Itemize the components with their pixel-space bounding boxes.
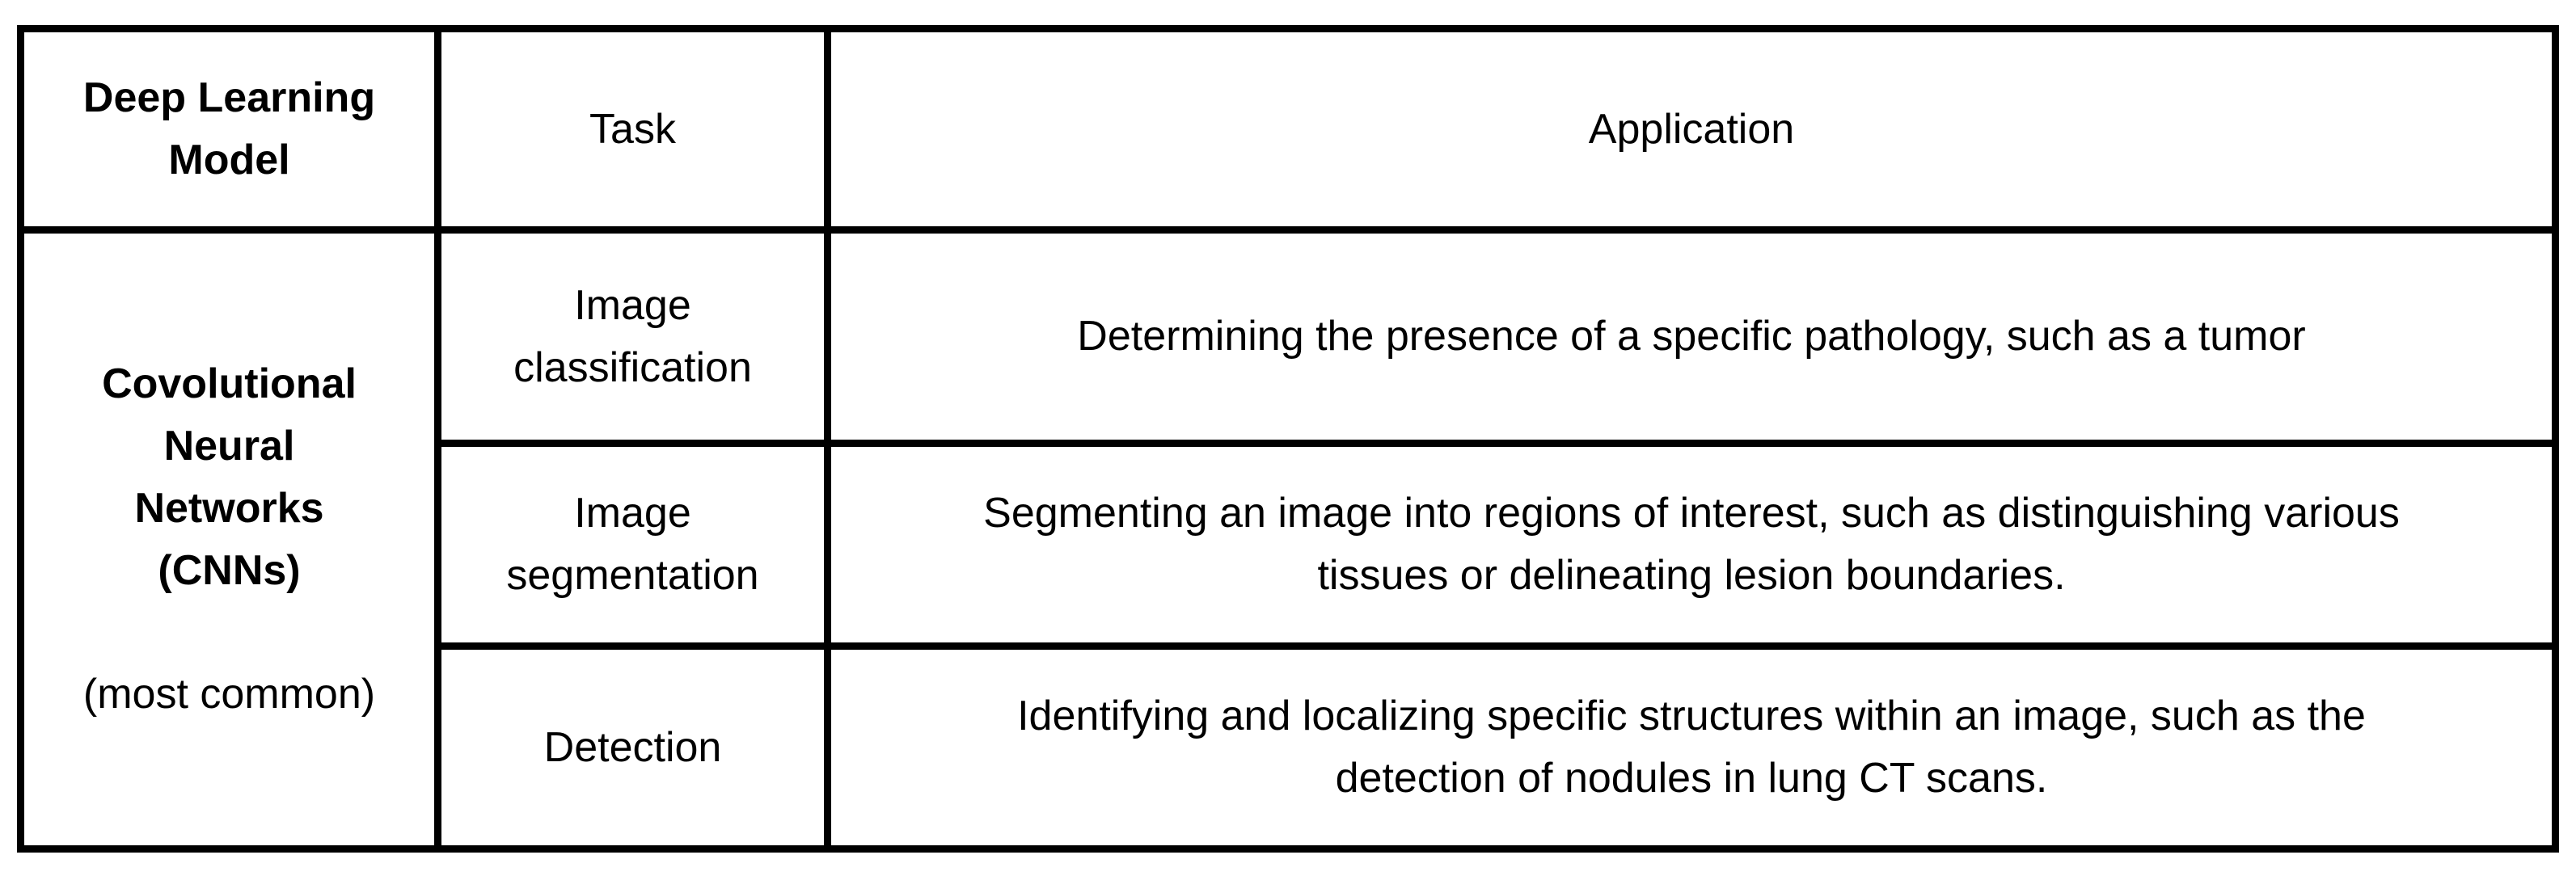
application-cell-detection: Identifying and localizing specific stru… xyxy=(824,642,2559,853)
model-cell-cnns: Covolutional Neural Networks (CNNs) (mos… xyxy=(17,226,441,853)
model-note-text: (most common) xyxy=(82,671,376,718)
table-row-image-segmentation: Image segmentation Segmenting an image i… xyxy=(21,440,2559,650)
application-cell-image-segmentation: Segmenting an image into regions of inte… xyxy=(824,440,2559,650)
model-name-text: Covolutional Neural Networks (CNNs) xyxy=(102,360,357,594)
column-header-task: Task xyxy=(434,25,831,234)
task-cell-detection: Detection xyxy=(434,642,831,853)
table-row-detection: Detection Identifying and localizing spe… xyxy=(21,642,2559,853)
task-cell-image-segmentation: Image segmentation xyxy=(434,440,831,650)
table-header-row: Deep Learning Model Task Application xyxy=(17,25,2559,234)
table-row-image-classification: Covolutional Neural Networks (CNNs) (mos… xyxy=(17,226,2559,853)
column-header-application: Application xyxy=(824,25,2559,234)
column-header-deep-learning-model: Deep Learning Model xyxy=(17,25,441,234)
application-cell-image-classification: Determining the presence of a specific p… xyxy=(824,226,2559,447)
deep-learning-models-table: Deep Learning Model Task Application Cov… xyxy=(17,25,2559,853)
task-cell-image-classification: Image classification xyxy=(434,226,831,447)
